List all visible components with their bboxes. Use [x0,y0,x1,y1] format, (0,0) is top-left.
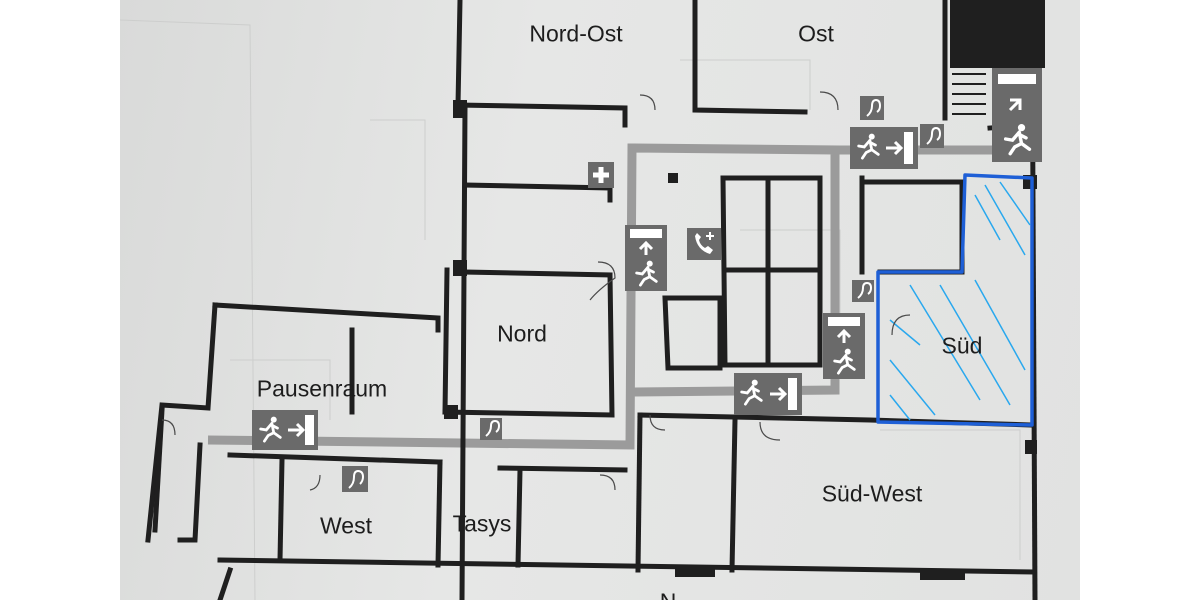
staircase-exit-sign [992,68,1042,162]
room-label-bottom-partial: N [660,589,677,600]
emergency-exit-sign [734,373,802,415]
room-label-sued: Süd [941,332,983,359]
wall-columns [444,0,1045,580]
floor-plan [120,0,1045,600]
first-aid-sign [588,162,614,188]
emergency-exit-sign [850,127,918,169]
staircase [952,73,986,115]
room-label-sued-west: Süd-West [821,480,923,507]
room-label-nord-ost: Nord-Ost [529,20,623,47]
walls [145,0,1038,600]
room-label-tasys: Tasys [452,510,512,537]
room-label-nord: Nord [497,320,547,347]
drawing-background-lines [120,19,1021,600]
emergency-phone-sign [687,228,721,260]
emergency-exit-sign [252,410,318,450]
door-swings [161,91,911,491]
highlighted-area-sued [876,173,1034,427]
hearing-icon [348,98,942,489]
room-label-pausenraum: Pausenraum [256,375,388,402]
room-label-west: West [320,512,372,539]
room-label-ost: Ost [798,20,834,47]
emergency-exit-sign [823,313,865,379]
emergency-exit-sign [625,225,667,291]
floor-plan-paper: Nord-Ost Ost Nord Pausenraum Süd Süd-Wes… [120,0,1080,600]
